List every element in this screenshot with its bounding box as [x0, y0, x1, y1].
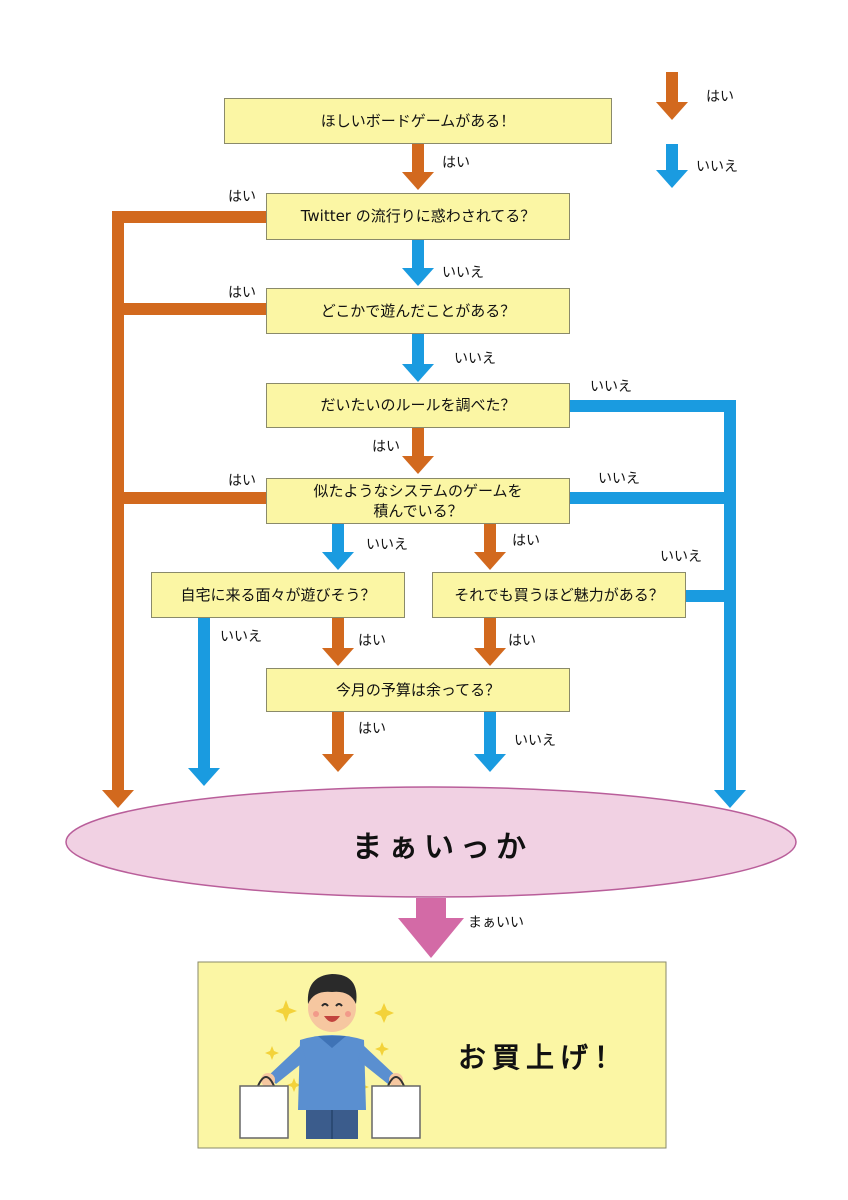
question-text-line2: 積んでいる？: [373, 502, 463, 520]
arrow-q4-q5: [402, 428, 434, 474]
arrow-q5-q6: [322, 524, 354, 570]
shopping-bag-left: [239, 1076, 289, 1139]
question-text: ほしいボードゲームがある！: [320, 111, 516, 130]
label-q1-yes: はい: [442, 155, 470, 171]
label-q8-no: いいえ: [514, 733, 556, 749]
label-q8-yes: はい: [358, 721, 386, 737]
legend-no-arrow: [656, 144, 688, 188]
question-box-5: 似たようなシステムのゲームを 積んでいる？: [266, 478, 570, 524]
label-q7-no: いいえ: [660, 549, 702, 565]
arrow-q6-q8: [322, 618, 354, 666]
shopping-bag-right: [371, 1076, 421, 1139]
final-arrow: [398, 898, 464, 958]
label-q6-no: いいえ: [220, 629, 262, 645]
question-text-line1: 似たようなシステムのゲームを: [313, 481, 523, 500]
label-q5-yes-down: はい: [512, 533, 540, 549]
arrow-q1-q2: [402, 144, 434, 190]
no-trunk-right: [570, 400, 746, 808]
legend-yes-arrow: [656, 72, 688, 120]
arrow-q7-q8: [474, 618, 506, 666]
label-q5-yes: はい: [228, 473, 256, 489]
arrow-q6-ellipse: [188, 618, 220, 786]
label-q4-no: いいえ: [590, 379, 632, 395]
question-box-7: それでも買うほど魅力がある？: [432, 572, 686, 618]
question-box-2: Twitter の流行りに惑わされてる？: [266, 193, 570, 240]
label-q6-yes: はい: [358, 633, 386, 649]
label-q3-yes: はい: [228, 285, 256, 301]
arrow-q3-q4: [402, 334, 434, 382]
label-q5-no: いいえ: [366, 537, 408, 553]
arrow-q2-q3: [402, 240, 434, 286]
conclusion-ellipse: [65, 786, 797, 898]
label-q7-yes: はい: [508, 633, 536, 649]
arrow-q8-no: [474, 712, 506, 772]
label-q4-yes: はい: [372, 439, 400, 455]
question-box-1: ほしいボードゲームがある！: [224, 98, 612, 144]
question-text: それでも買うほど魅力がある？: [454, 585, 664, 604]
question-box-8: 今月の予算は余ってる？: [266, 668, 570, 712]
label-q3-no: いいえ: [454, 351, 496, 367]
question-box-3: どこかで遊んだことがある？: [266, 288, 570, 334]
question-text: Twitter の流行りに惑わされてる？: [300, 207, 536, 226]
shopper-illustration: [239, 974, 421, 1139]
legend-yes-label: はい: [706, 89, 734, 105]
yes-trunk-left: [102, 211, 268, 808]
question-box-4: だいたいのルールを調べた？: [266, 383, 570, 428]
label-q2-yes: はい: [228, 189, 256, 205]
arrow-q5-q7: [474, 524, 506, 570]
label-q5-no-right: いいえ: [598, 471, 640, 487]
question-text: 自宅に来る面々が遊びそう？: [180, 585, 376, 604]
legend-no-label: いいえ: [696, 159, 738, 175]
result-text: お買上げ！: [458, 1041, 629, 1074]
question-text: どこかで遊んだことがある？: [320, 301, 516, 320]
question-text: 今月の予算は余ってる？: [335, 680, 501, 699]
ellipse-text: まぁいっか: [352, 830, 532, 865]
label-final: まぁいい: [468, 915, 524, 931]
question-text: だいたいのルールを調べた？: [320, 396, 516, 415]
question-box-6: 自宅に来る面々が遊びそう？: [151, 572, 405, 618]
label-q2-no: いいえ: [442, 265, 484, 281]
arrow-q8-yes: [322, 712, 354, 772]
